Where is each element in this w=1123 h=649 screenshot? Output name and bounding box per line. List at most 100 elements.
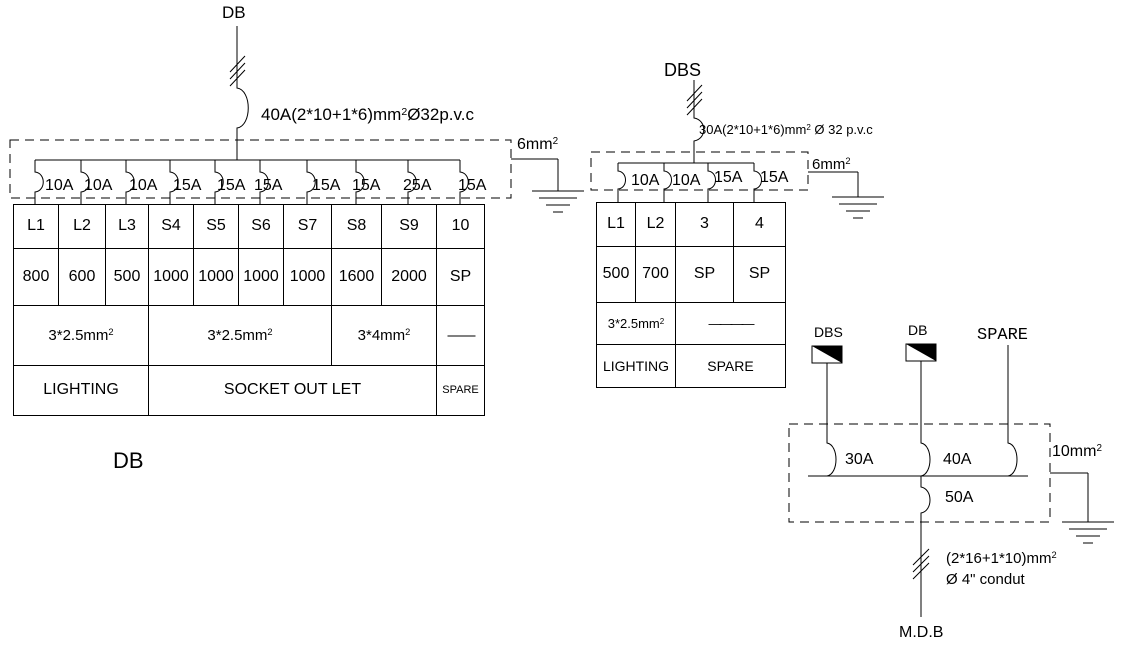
circuit-cell: S4: [148, 204, 194, 249]
dbs-breaker-rating: 10A: [672, 172, 701, 189]
mdb-earth-symbol: [1050, 472, 1114, 544]
db-breaker-rating: 25A: [403, 177, 432, 194]
cable-cell-none: ————: [675, 302, 786, 345]
db-breaker-rating: 10A: [84, 177, 113, 194]
load-cell: 800: [13, 248, 59, 306]
load-cell: 1000: [193, 248, 239, 306]
circuit-cell: 10: [436, 204, 485, 249]
load-cell: 2000: [381, 248, 437, 306]
mdb-incomer-cable-label: (2*16+1*10)mm2: [946, 550, 1057, 567]
circuit-cell: L1: [13, 204, 59, 249]
mdb-main-breaker-rating: 50A: [945, 489, 974, 506]
db-load-schedule-table: L1 L2 L3 S4 S5 S6 S7 S8 S9 10 800 600 50…: [13, 204, 485, 416]
circuit-cell: S6: [238, 204, 284, 249]
circuit-cell: L1: [596, 202, 636, 247]
mdb-incomer-conduit-label: Ø 4" condut: [946, 571, 1025, 588]
load-cell: 500: [596, 246, 636, 303]
db-feeder-line-and-breaker: [236, 26, 249, 160]
cable-cell: 3*4mm2: [331, 305, 437, 366]
dbs-use-row: LIGHTING SPARE: [596, 344, 786, 388]
mdb-db-board-symbol: [905, 343, 937, 362]
circuit-cell: L3: [105, 204, 149, 249]
load-cell: 1600: [331, 248, 382, 306]
db-panel-boundary: [9, 139, 512, 199]
circuit-cell: S5: [193, 204, 239, 249]
mdb-breaker-rating: 40A: [943, 451, 972, 468]
db-circuit-row: L1 L2 L3 S4 S5 S6 S7 S8 S9 10: [13, 204, 485, 249]
db-breaker-rating: 15A: [254, 177, 283, 194]
db-breaker-rating: 10A: [45, 177, 74, 194]
db-breaker-rating: 15A: [458, 177, 487, 194]
load-cell: SP: [436, 248, 485, 306]
cable-cell-none: ——: [436, 305, 485, 366]
db-feeder: [229, 26, 249, 160]
mdb-source-label: M.D.B: [899, 624, 944, 641]
db-breaker-rating: 15A: [217, 177, 246, 194]
dbs-cable-row: 3*2.5mm2 ————: [596, 302, 786, 345]
mdb-feeder-spare-label: SPARE: [977, 326, 1029, 345]
db-breaker-rating: 15A: [352, 177, 381, 194]
load-cell: 1000: [283, 248, 332, 306]
mdb-breaker-rating: 30A: [845, 451, 874, 468]
circuit-cell: S8: [331, 204, 382, 249]
use-cell: LIGHTING: [13, 365, 149, 416]
load-cell: 700: [635, 246, 676, 303]
cable-cell: 3*2.5mm2: [596, 302, 676, 345]
mdb-panel-boundary: [788, 423, 1051, 523]
dbs-feeder: [686, 80, 705, 163]
circuit-cell: L2: [635, 202, 676, 247]
db-source-label: DB: [222, 3, 246, 22]
circuit-cell: 4: [733, 202, 786, 247]
mdb-incomer-core-slashes: [912, 548, 930, 580]
dbs-breaker-rating: 15A: [760, 169, 789, 186]
db-earth-symbol: [511, 158, 584, 213]
db-load-row: 800 600 500 1000 1000 1000 1000 1600 200…: [13, 248, 485, 306]
dbs-source-label: DBS: [664, 60, 702, 80]
mdb-dbs-board-symbol: [811, 345, 843, 364]
dbs-feeder-line-and-breaker: [693, 80, 705, 163]
dbs-load-schedule-table: L1 L2 3 4 500 700 SP SP 3*2.5mm2 ———— LI…: [596, 202, 786, 388]
db-feeder-cable-label: 40A(2*10+1*6)mm2Ø32p.v.c: [261, 105, 474, 124]
use-cell: SOCKET OUT LET: [148, 365, 437, 416]
mdb-earth-size-label: 10mm2: [1052, 443, 1102, 460]
circuit-cell: 3: [675, 202, 734, 247]
db-feeder-core-slashes: [229, 55, 246, 87]
mdb-main-breaker-line: [920, 476, 931, 617]
use-cell: SPARE: [675, 344, 786, 388]
db-breaker-rating: 15A: [312, 177, 341, 194]
circuit-cell: S7: [283, 204, 332, 249]
db-breaker-rating: 15A: [173, 177, 202, 194]
load-cell: 1000: [238, 248, 284, 306]
dbs-feeder-core-slashes: [686, 84, 703, 116]
circuit-cell: L2: [58, 204, 106, 249]
dbs-load-row: 500 700 SP SP: [596, 246, 786, 303]
dbs-breaker-rating: 10A: [631, 172, 660, 189]
cable-cell: 3*2.5mm2: [148, 305, 332, 366]
db-earth-size-label: 6mm2: [517, 136, 559, 153]
dbs-panel-boundary: [590, 151, 809, 191]
mdb-feeder-dbs-label: DBS: [814, 324, 843, 340]
load-cell: 600: [58, 248, 106, 306]
use-cell: SPARE: [436, 365, 485, 416]
load-cell: 1000: [148, 248, 194, 306]
dbs-branch-breakers: [617, 163, 762, 202]
dbs-earth-symbol: [808, 171, 884, 219]
load-cell: 500: [105, 248, 149, 306]
load-cell: SP: [675, 246, 734, 303]
load-cell: SP: [733, 246, 786, 303]
dbs-breaker-rating: 15A: [714, 169, 743, 186]
db-use-row: LIGHTING SOCKET OUT LET SPARE: [13, 365, 485, 416]
use-cell: LIGHTING: [596, 344, 676, 388]
mdb-outgoing-lines: [826, 345, 1018, 477]
db-panel-caption: DB: [113, 448, 144, 473]
db-branch-breakers: [34, 160, 469, 204]
cable-cell: 3*2.5mm2: [13, 305, 149, 366]
dbs-feeder-cable-label: 30A(2*10+1*6)mm2 Ø 32 p.v.c: [699, 122, 873, 137]
db-cable-row: 3*2.5mm2 3*2.5mm2 3*4mm2 ——: [13, 305, 485, 366]
dbs-circuit-row: L1 L2 3 4: [596, 202, 786, 247]
mdb-incomer: [912, 476, 931, 617]
mdb-feeder-db-label: DB: [908, 322, 928, 338]
dbs-earth-size-label: 6mm2: [812, 156, 851, 173]
